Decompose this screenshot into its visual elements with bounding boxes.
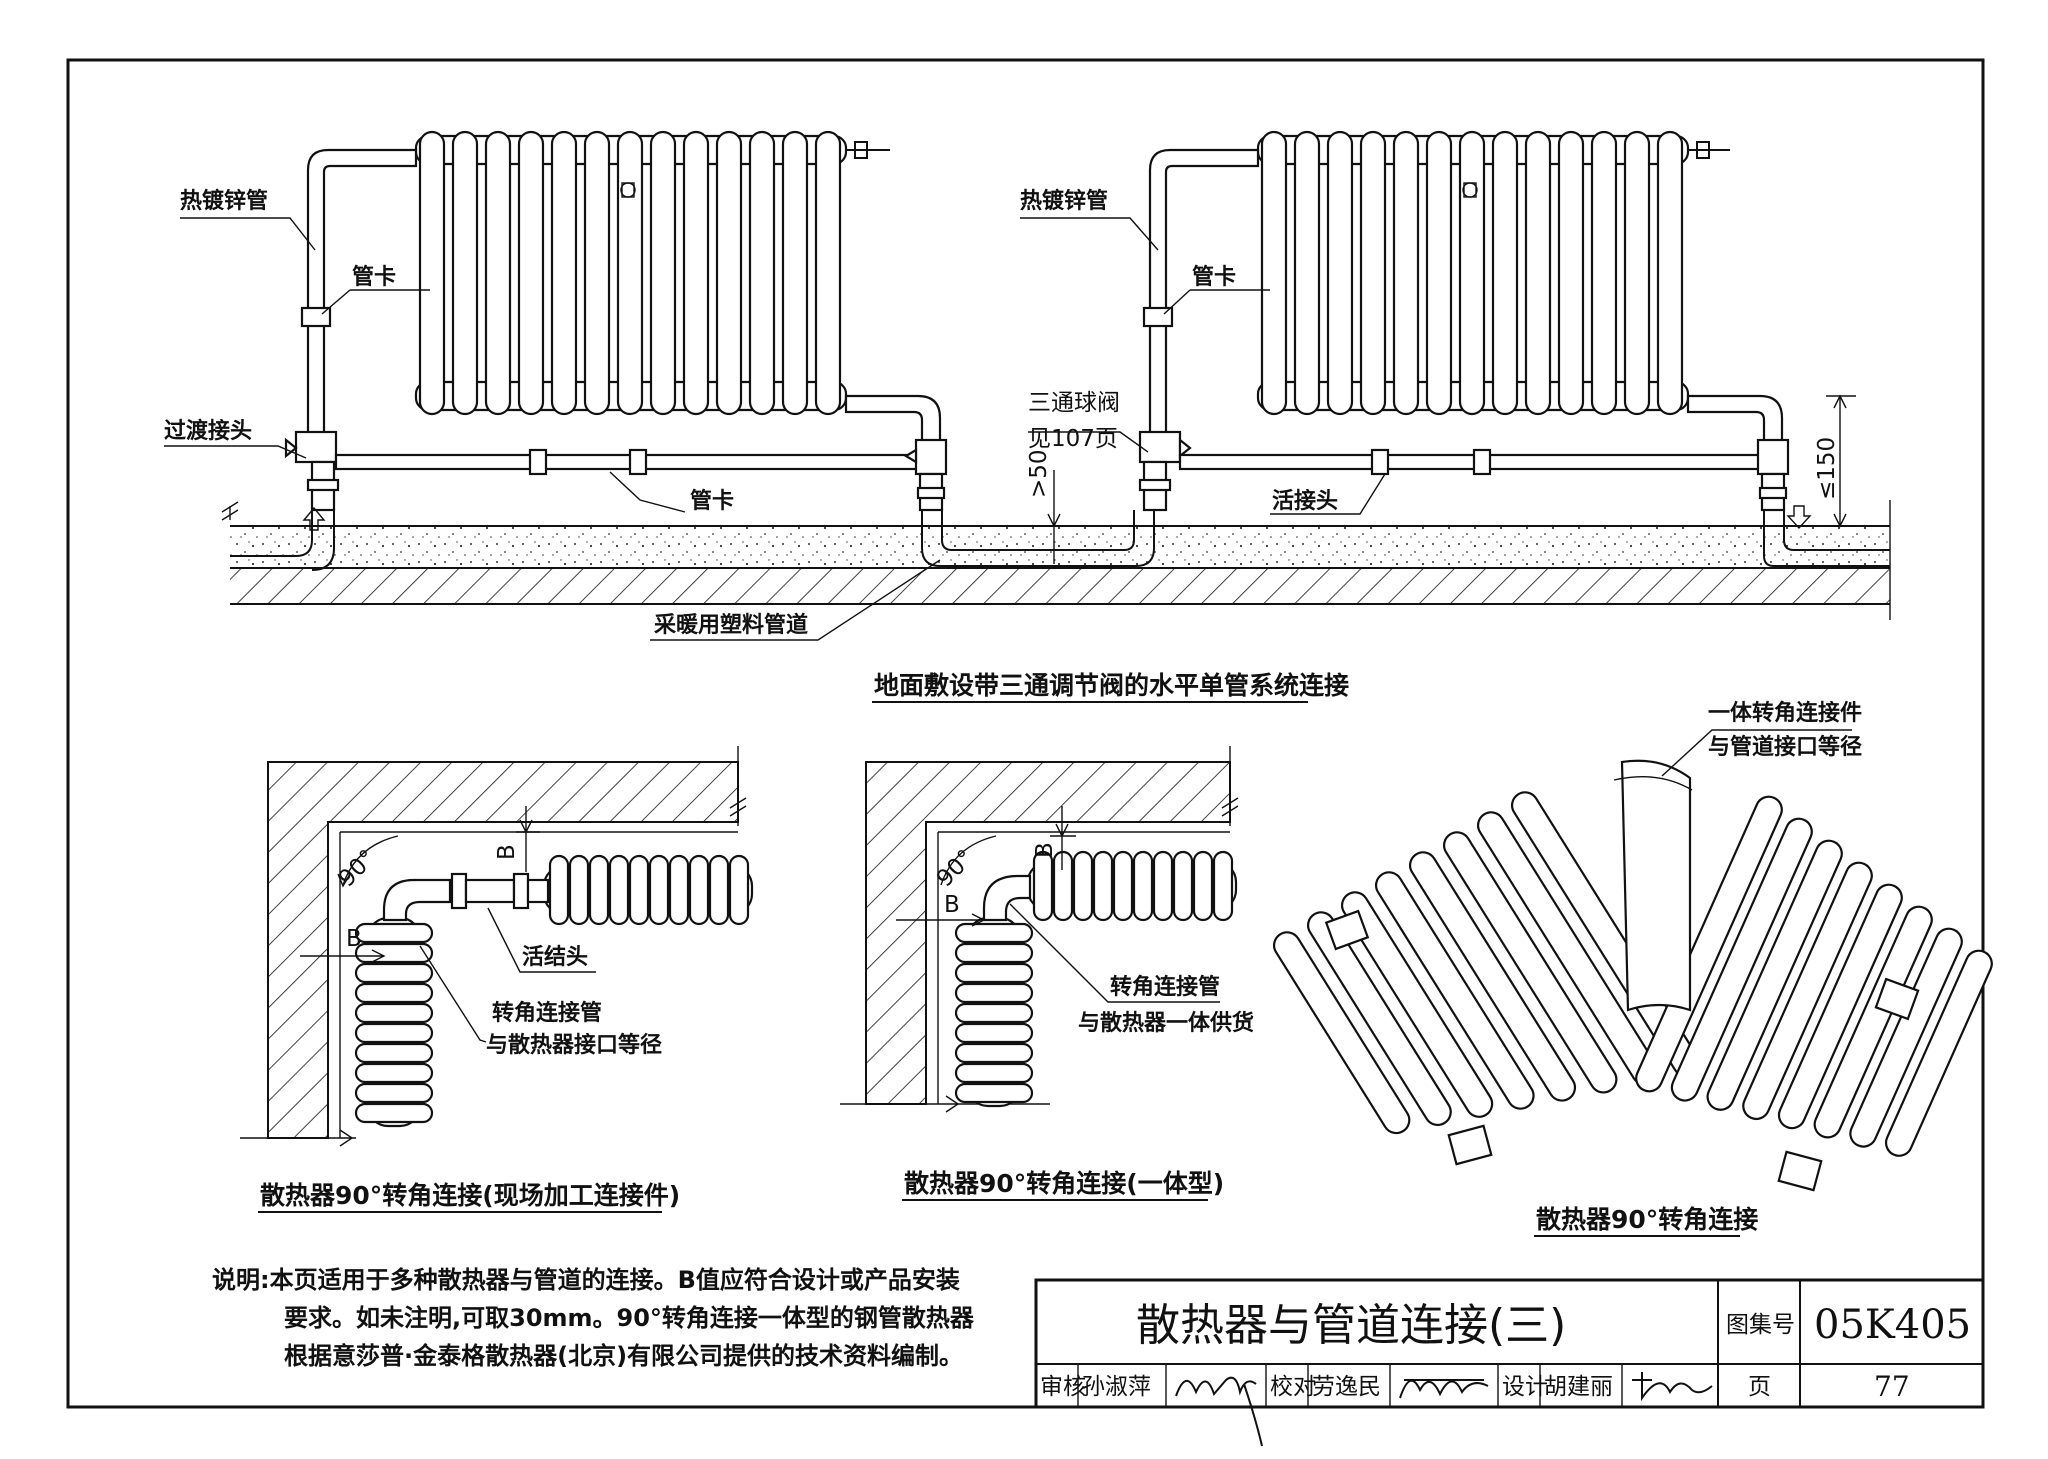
angle-90-integrated: 90° xyxy=(932,845,979,892)
main-diagram-caption: 地面敷设带三通调节阀的水平单管系统连接 xyxy=(874,671,1349,700)
sheet-border xyxy=(66,58,1985,1409)
notes-block: 说明:本页适用于多种散热器与管道的连接。B值应符合设计或产品安装 要求。如未注明… xyxy=(212,1266,975,1370)
label-galvanized-pipe-left: 热镀锌管 xyxy=(180,188,268,214)
label-corner-pipe-integrated-1: 转角连接管 xyxy=(1110,974,1220,1000)
atlas-number: 05K405 xyxy=(1814,1302,1971,1348)
pipework-right xyxy=(1138,148,1890,567)
dim-min-50: >50 xyxy=(1026,449,1052,498)
label-pipe-clamp-bottom: 管卡 xyxy=(690,488,734,514)
detail-field-corner: 90° B B 活结头 转角连接管 与散热器接口等径 散热器90°转角连接(现场… xyxy=(240,746,754,1213)
label-corner-pipe-field-1: 转角连接管 xyxy=(492,1000,602,1026)
label-transition-joint: 过渡接头 xyxy=(164,418,252,444)
designer-name: 胡建丽 xyxy=(1544,1374,1613,1400)
checker-signature xyxy=(1399,1379,1489,1399)
label-corner-pipe-integrated-2: 与散热器一体供货 xyxy=(1078,1010,1254,1036)
detail-integrated-corner: 90° B B 转角连接管 与散热器一体供货 散热器90°转角连接(一体型) xyxy=(840,746,1254,1201)
label-integral-corner-part-1: 一体转角连接件 xyxy=(1708,700,1862,726)
angle-90-field: 90° xyxy=(334,845,381,892)
label-integral-corner-part-2: 与管道接口等径 xyxy=(1708,734,1862,760)
note-line-2: 要求。如未注明,可取30mm。90°转角连接一体型的钢管散热器 xyxy=(284,1304,975,1332)
detail-iso-caption: 散热器90°转角连接 xyxy=(1536,1205,1758,1234)
note-line-3: 根据意莎普·金泰格散热器(北京)有限公司提供的技术资料编制。 xyxy=(284,1342,963,1370)
radiator-left xyxy=(414,130,890,416)
reviewer-name: 孙淑萍 xyxy=(1082,1374,1151,1400)
dim-max-150: ≤150 xyxy=(1814,437,1840,500)
label-see-page: 见107页 xyxy=(1028,426,1118,452)
atlas-number-label: 图集号 xyxy=(1726,1312,1795,1338)
label-plastic-pipe: 采暖用塑料管道 xyxy=(654,612,808,638)
label-pipe-clamp-left: 管卡 xyxy=(352,264,396,290)
label-union: 活接头 xyxy=(1272,489,1338,514)
title-block: 散热器与管道连接(三) 图集号 05K405 审核 孙淑萍 校对 劳逸民 设计 … xyxy=(1034,1278,1985,1447)
label-galvanized-pipe-right: 热镀锌管 xyxy=(1020,188,1108,214)
note-line-1: 说明:本页适用于多种散热器与管道的连接。B值应符合设计或产品安装 xyxy=(212,1266,960,1294)
main-elevation-diagram: 热镀锌管 管卡 过渡接头 管卡 热镀锌管 管卡 三通球阀 见107页 活接头 采… xyxy=(164,130,1891,703)
detail-iso-corner: 一体转角连接件 与管道接口等径 散热器90°转角连接 xyxy=(1273,700,1993,1237)
label-corner-pipe-field-2: 与散热器接口等径 xyxy=(486,1032,662,1058)
page-number: 77 xyxy=(1874,1370,1910,1403)
floor-slab xyxy=(230,568,1890,604)
drawing-title: 散热器与管道连接(三) xyxy=(1136,1300,1566,1351)
design-label: 设计 xyxy=(1502,1374,1548,1400)
check-label: 校对 xyxy=(1270,1374,1316,1400)
checker-name: 劳逸民 xyxy=(1312,1374,1381,1400)
designer-signature xyxy=(1632,1372,1713,1402)
label-three-way-valve: 三通球阀 xyxy=(1028,390,1120,416)
dim-b-left-integrated: B xyxy=(944,892,960,918)
detail-integrated-caption: 散热器90°转角连接(一体型) xyxy=(904,1169,1224,1198)
dim-b-top-integrated: B xyxy=(1032,842,1058,858)
label-pipe-clamp-right: 管卡 xyxy=(1192,264,1236,290)
reviewer-signature xyxy=(1175,1376,1263,1447)
pipework-left xyxy=(230,148,1155,571)
dim-b-top-field: B xyxy=(494,844,520,860)
floor-screed xyxy=(230,526,1890,568)
label-union-field: 活结头 xyxy=(522,944,588,970)
dim-b-left-field: B xyxy=(346,926,362,952)
detail-field-caption: 散热器90°转角连接(现场加工连接件) xyxy=(260,1181,680,1210)
page-label: 页 xyxy=(1748,1374,1771,1400)
radiator-right xyxy=(1256,130,1730,416)
review-label: 审核 xyxy=(1040,1374,1086,1400)
